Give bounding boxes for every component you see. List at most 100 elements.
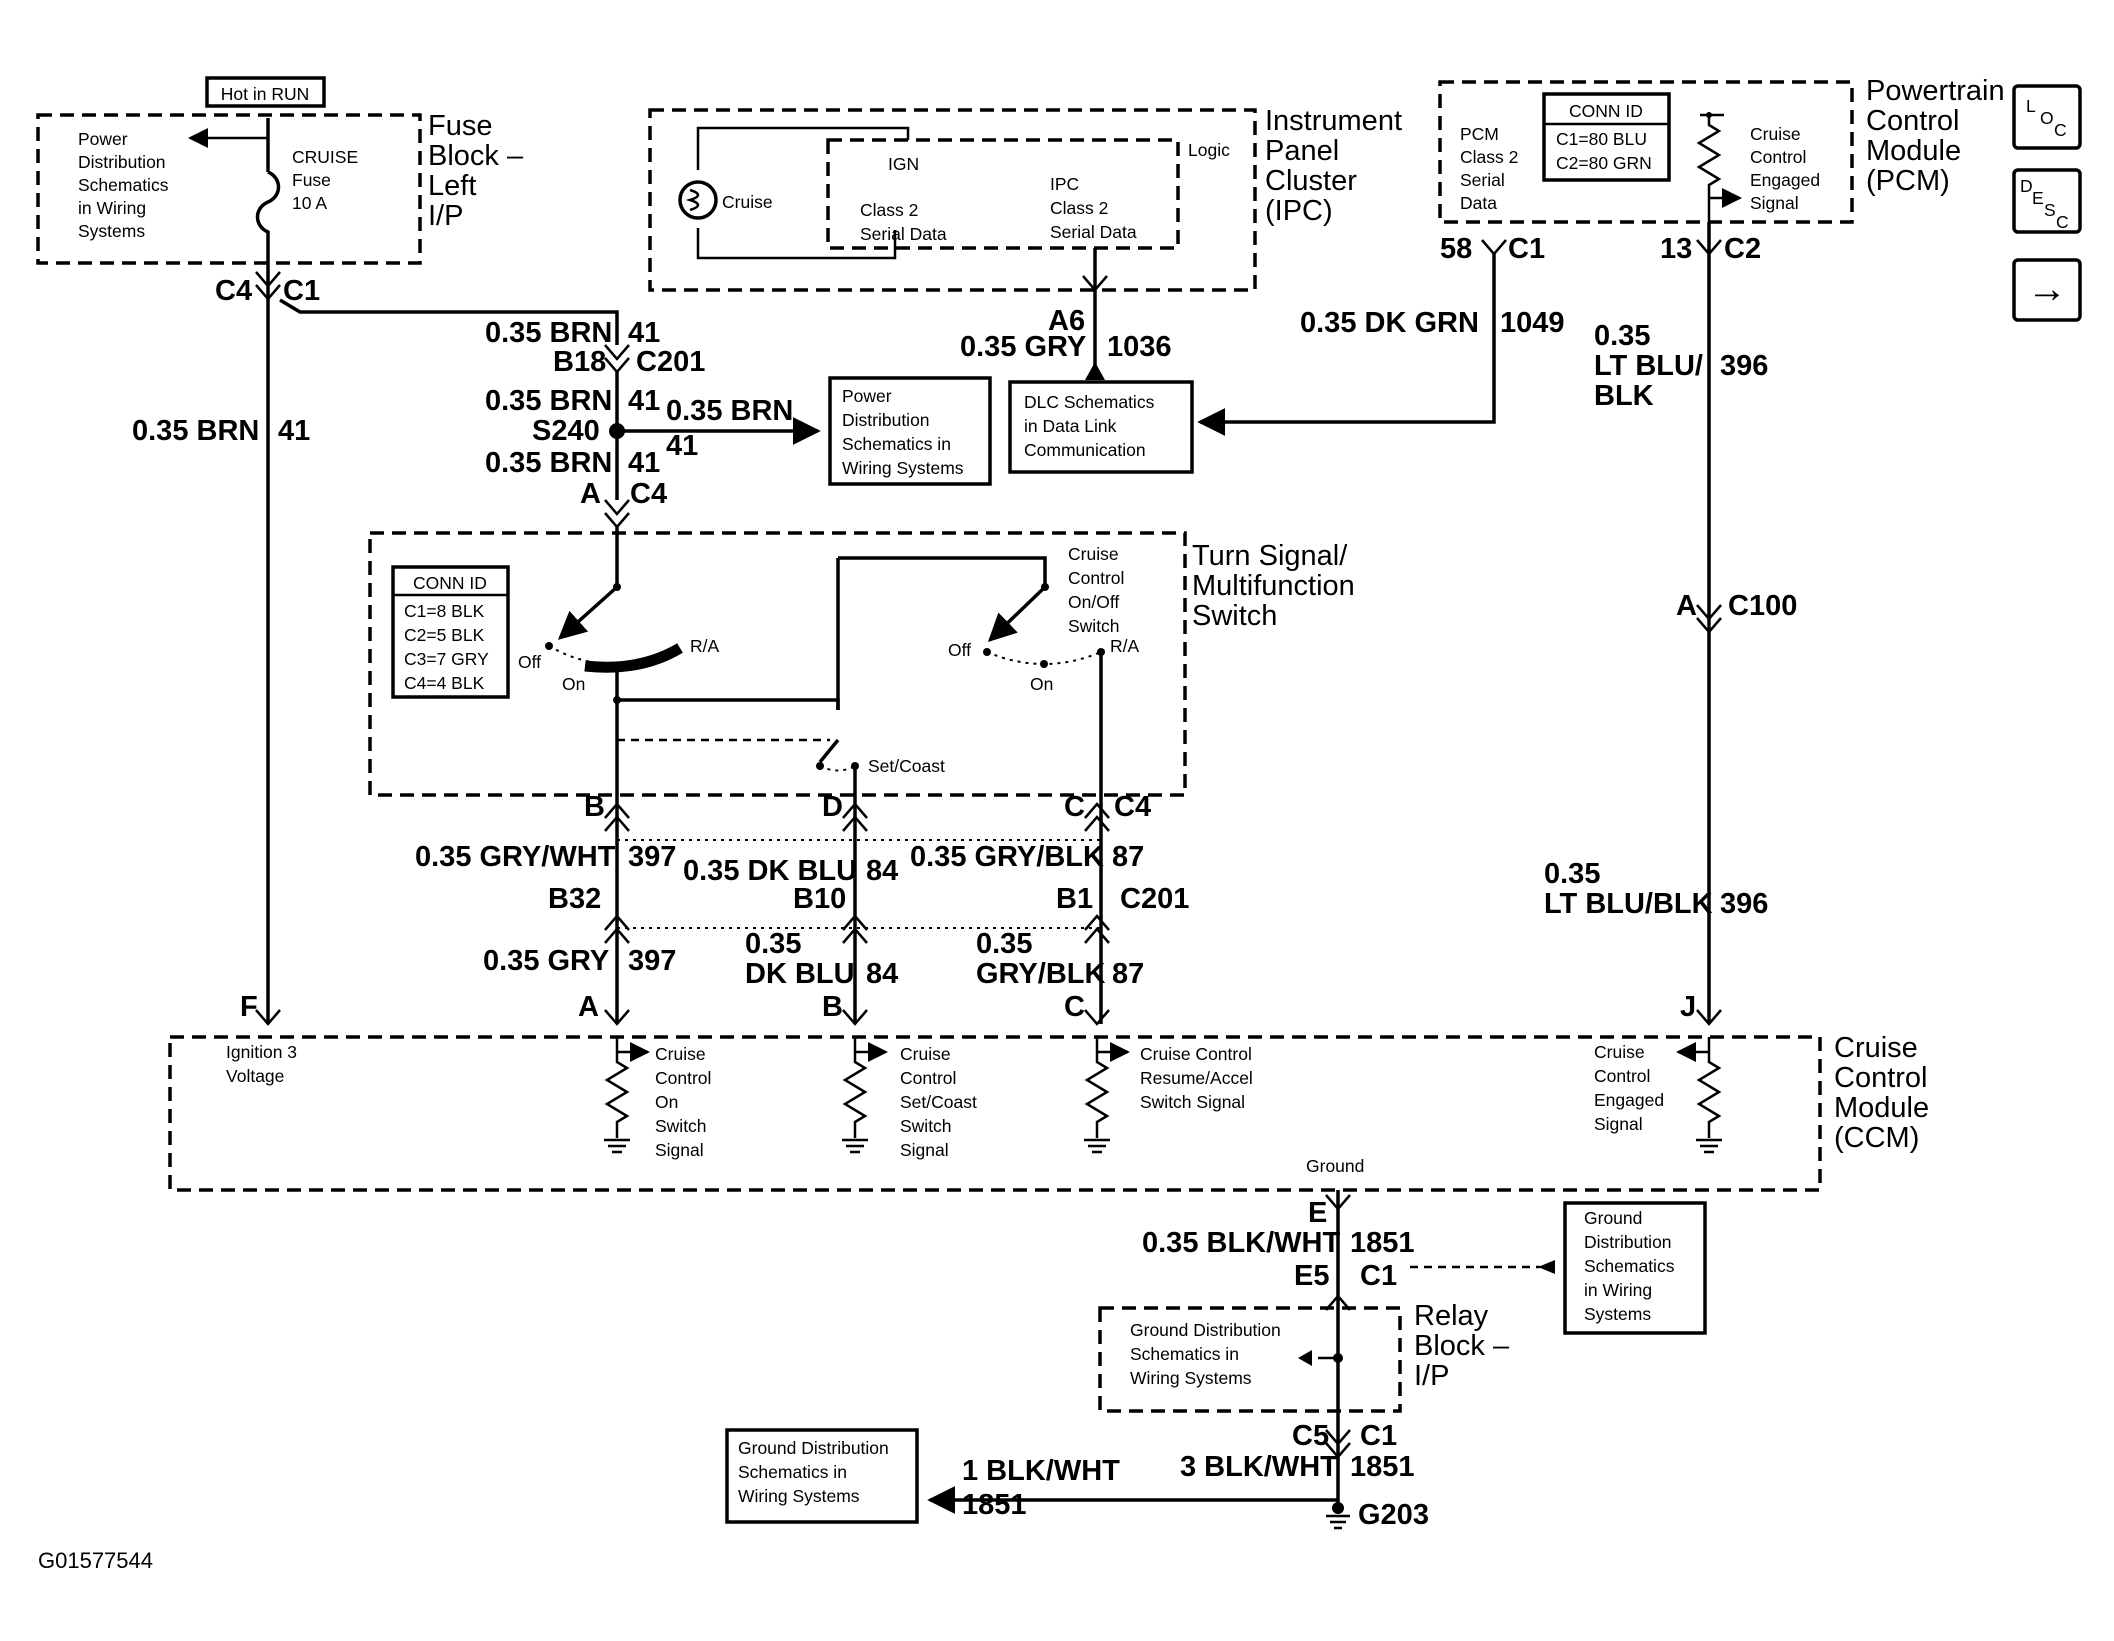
gd-bottom-3: Wiring Systems bbox=[738, 1486, 860, 1506]
ipc-internal-wiring bbox=[696, 126, 910, 260]
mid-wire-harness: 0.35 GRY/WHT 397 0.35 DK BLU 84 0.35 GRY… bbox=[240, 839, 1696, 1023]
pd-mid-4: Wiring Systems bbox=[842, 458, 964, 478]
tsw-off-left: Off bbox=[518, 652, 541, 672]
tsw-on-left: On bbox=[562, 674, 585, 694]
ccm-pin-j: J bbox=[1680, 991, 1696, 1023]
gd-relay-2: Schematics in bbox=[1130, 1344, 1239, 1364]
mid-wire-gry-wht: 0.35 GRY/WHT bbox=[415, 841, 616, 873]
pcm-pullup-resistor bbox=[1696, 115, 1722, 222]
desc-letter-e: E bbox=[2032, 188, 2044, 208]
hot-in-run-label-box bbox=[205, 76, 326, 108]
tsw-conn-id-4: C4=4 BLK bbox=[404, 673, 485, 693]
pcm-title-4: (PCM) bbox=[1866, 165, 1950, 197]
conn-c201-mid: C201 bbox=[1120, 883, 1189, 915]
relay-title-1: Relay bbox=[1414, 1300, 1489, 1332]
pcm-signal-2: Control bbox=[1750, 147, 1806, 167]
ipc-circuit-1036: 1036 bbox=[1107, 331, 1172, 363]
ipc-ign-label: IGN bbox=[888, 154, 919, 174]
gd-relay-3: Wiring Systems bbox=[1130, 1368, 1252, 1388]
ipc-title-3: Cluster bbox=[1265, 165, 1357, 197]
ipc-class2-1: Class 2 bbox=[860, 200, 918, 220]
fuse-block-title-1: Fuse bbox=[428, 110, 492, 142]
ground-wire-2: 3 BLK/WHT bbox=[1180, 1451, 1338, 1483]
brn-wire-2: 0.35 BRN bbox=[485, 385, 612, 417]
pcm-signal-4: Signal bbox=[1750, 193, 1799, 213]
gd-relay-1: Ground Distribution bbox=[1130, 1320, 1281, 1340]
ground-conn-c1: C1 bbox=[1360, 1260, 1397, 1292]
pcm-pin-13: 13 bbox=[1660, 233, 1692, 265]
pcm-title-3: Module bbox=[1866, 135, 1961, 167]
pcm-conn-c2: C2 bbox=[1724, 233, 1761, 265]
ccm-on-2: Control bbox=[655, 1068, 711, 1088]
ccm-ground-label: Ground bbox=[1306, 1156, 1364, 1176]
mid-circ-397: 397 bbox=[628, 841, 676, 873]
mid-circ-84: 84 bbox=[866, 855, 898, 887]
pcm-conn-id-box bbox=[1542, 92, 1671, 182]
ccm-resume-2: Resume/Accel bbox=[1140, 1068, 1253, 1088]
cruise-lamp-icon bbox=[678, 180, 718, 220]
mid-wire-dk-blu: 0.35 DK BLU bbox=[683, 855, 857, 887]
instrument-panel-cluster: Instrument Panel Cluster (IPC) Cruise Lo… bbox=[648, 105, 1402, 380]
ground-pin-e5: E5 bbox=[1294, 1260, 1329, 1292]
brn-wire-3: 0.35 BRN bbox=[485, 447, 612, 479]
ipc-title-1: Instrument bbox=[1265, 105, 1402, 137]
hot-in-run-label: Hot in RUN bbox=[221, 84, 310, 104]
ipc-serial-2: Class 2 bbox=[1050, 198, 1108, 218]
brn-wire-1: 0.35 BRN bbox=[485, 317, 612, 349]
conn-b10: B10 bbox=[793, 883, 846, 915]
right-wire-1: 0.35 bbox=[1544, 858, 1600, 890]
ccm-set-1: Cruise bbox=[900, 1044, 951, 1064]
gd-right-5: Systems bbox=[1584, 1304, 1651, 1324]
relay-block-ip bbox=[1098, 1306, 1402, 1413]
ccm-set-5: Signal bbox=[900, 1140, 949, 1160]
ccm-on-3: On bbox=[655, 1092, 678, 1112]
fuse-dest-1: Power bbox=[78, 129, 128, 149]
pd-mid-2: Distribution bbox=[842, 410, 930, 430]
tsw-ra-left: R/A bbox=[690, 636, 720, 656]
right-pin-a: A bbox=[1676, 590, 1697, 622]
ccm-on-4: Switch bbox=[655, 1116, 707, 1136]
ipc-pin-a6: A6 bbox=[1048, 305, 1085, 337]
dlc-reference[interactable]: DLC Schematics in Data Link Communicatio… bbox=[1008, 380, 1194, 474]
ipc-class2-2: Serial Data bbox=[860, 224, 947, 244]
pcm-wire-dkgrn: 0.35 DK GRN bbox=[1300, 307, 1479, 339]
next-arrow-icon: → bbox=[2027, 267, 2067, 311]
pcm-conn-c1: C1 bbox=[1508, 233, 1545, 265]
ground-dist-ref-right[interactable] bbox=[1563, 1201, 1707, 1335]
relay-title-3: I/P bbox=[1414, 1360, 1449, 1392]
ground-dist-ref-bottom[interactable] bbox=[725, 1428, 919, 1524]
conn-b18: B18 bbox=[553, 346, 606, 378]
pcm-title-2: Control bbox=[1866, 105, 1960, 137]
brn-circ-1: 41 bbox=[628, 317, 660, 349]
tsw-conn-id-3: C3=7 GRY bbox=[404, 649, 489, 669]
ipc-serial-3: Serial Data bbox=[1050, 222, 1137, 242]
switch-pin-a: A bbox=[580, 478, 601, 510]
tsw-ra-right: R/A bbox=[1110, 636, 1140, 656]
pcm-class2-1: PCM bbox=[1460, 124, 1499, 144]
cruise-control-module: Cruise Control Module (CCM) Ignition 3 V… bbox=[168, 1032, 1929, 1192]
desc-letter-c: C bbox=[2056, 212, 2069, 232]
tsw-cruise-3: On/Off bbox=[1068, 592, 1119, 612]
conn-c201-top: C201 bbox=[636, 346, 705, 378]
mid-circ-84b: 84 bbox=[866, 958, 898, 990]
power-distribution-reference[interactable]: Power Distribution Schematics in Wiring … bbox=[828, 376, 992, 486]
pcm-signal-3: Engaged bbox=[1750, 170, 1820, 190]
cruise-fuse-label-1: CRUISE bbox=[292, 147, 358, 167]
cruise-fuse-label-3: 10 A bbox=[292, 193, 327, 213]
tsw-set-coast: Set/Coast bbox=[868, 756, 945, 776]
tsw-conn-id-box bbox=[391, 565, 510, 699]
ipc-wire-gry: 0.35 GRY bbox=[960, 331, 1086, 363]
pcm-pin-58: 58 bbox=[1440, 233, 1472, 265]
tsw-conn-c4: C4 bbox=[1114, 791, 1151, 823]
desc-button[interactable]: D E S C bbox=[2012, 168, 2082, 234]
ground-conn-c5: C5 bbox=[1292, 1420, 1329, 1452]
tsw-conn-id-1: C1=8 BLK bbox=[404, 601, 485, 621]
next-page-button[interactable]: → bbox=[2012, 258, 2082, 322]
loc-button[interactable]: L O C bbox=[2012, 84, 2082, 150]
ground-conn-c1b: C1 bbox=[1360, 1420, 1397, 1452]
right-conn-c100: C100 bbox=[1728, 590, 1797, 622]
ground-pin-e: E bbox=[1308, 1197, 1327, 1229]
pcm-class2-2: Class 2 bbox=[1460, 147, 1518, 167]
tsw-title-3: Switch bbox=[1192, 600, 1277, 632]
